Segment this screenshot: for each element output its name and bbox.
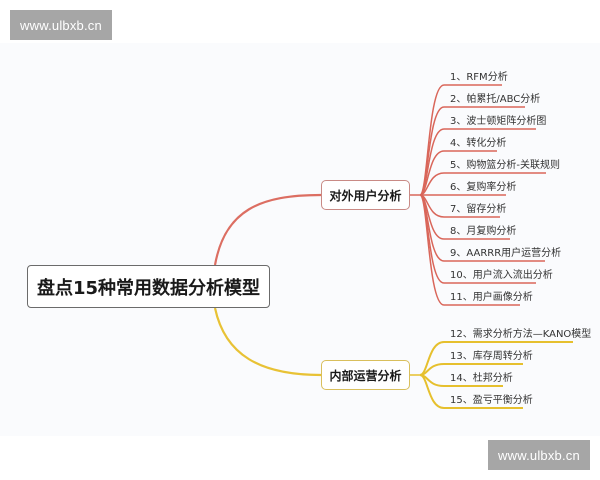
root-node[interactable]: 盘点15种常用数据分析模型 — [27, 265, 270, 308]
watermark-bottom: www.ulbxb.cn — [488, 440, 590, 470]
leaf-node[interactable]: 11、用户画像分析 — [450, 292, 533, 303]
root-node-label: 盘点15种常用数据分析模型 — [36, 277, 261, 299]
branch-label: 对外用户分析 — [329, 188, 402, 203]
leaf-node[interactable]: 12、需求分析方法—KANO模型 — [450, 329, 592, 340]
leaf-node[interactable]: 5、购物篮分析-关联规则 — [450, 160, 560, 171]
leaf-node[interactable]: 2、帕累托/ABC分析 — [450, 94, 541, 105]
leaf-node[interactable]: 4、转化分析 — [450, 138, 507, 149]
leaf-node[interactable]: 8、月复购分析 — [450, 226, 517, 237]
leaf-node[interactable]: 14、杜邦分析 — [450, 373, 513, 384]
leaf-node[interactable]: 3、波士顿矩阵分析图 — [450, 116, 547, 127]
leaf-node[interactable]: 10、用户流入流出分析 — [450, 270, 553, 281]
leaf-node[interactable]: 1、RFM分析 — [450, 72, 508, 83]
leaf-node[interactable]: 9、AARRR用户运营分析 — [450, 248, 562, 259]
watermark-top: www.ulbxb.cn — [10, 10, 112, 40]
leaf-node[interactable]: 15、盈亏平衡分析 — [450, 395, 533, 406]
branch-node-external-user-analysis[interactable]: 对外用户分析 — [321, 180, 410, 210]
leaf-node[interactable]: 6、复购率分析 — [450, 182, 517, 193]
leaf-node[interactable]: 13、库存周转分析 — [450, 351, 533, 362]
branch-label: 内部运营分析 — [329, 368, 402, 383]
leaf-node[interactable]: 7、留存分析 — [450, 204, 507, 215]
branch-node-internal-operations-analysis[interactable]: 内部运营分析 — [321, 360, 410, 390]
